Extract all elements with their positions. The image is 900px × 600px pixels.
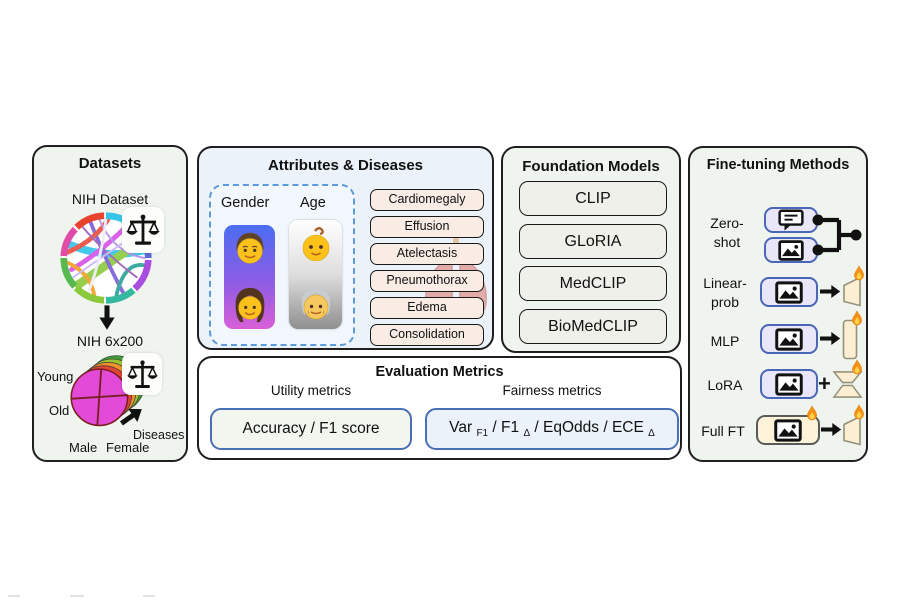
- zero-shot-connector: [812, 214, 862, 256]
- text-encoder-box: [764, 207, 818, 233]
- fairness-metrics-label: Fairness metrics: [502, 383, 602, 398]
- foundation-models-panel: Foundation Models CLIP GLoRIA MedCLIP Bi…: [501, 146, 681, 353]
- finetuning-title: Fine-tuning Methods: [706, 157, 850, 173]
- right-arrow-icon: [821, 423, 842, 436]
- utility-metrics-box: Accuracy / F1 score: [210, 408, 412, 450]
- evaluation-title: Evaluation Metrics: [375, 364, 504, 380]
- age-label: Age: [300, 195, 326, 211]
- image-encoder-box: [760, 277, 818, 307]
- fairness-metrics-box: Var F1 / F1 Δ / EqOdds / ECE Δ: [425, 408, 679, 450]
- finetuning-methods-panel: Fine-tuning Methods Zero- shot Linear- p…: [688, 146, 868, 462]
- gender-attribute-card: [224, 225, 275, 329]
- method-label-zero-shot: Zero- shot: [710, 215, 744, 250]
- method-label-mlp: MLP: [710, 333, 740, 349]
- image-icon: [775, 372, 803, 396]
- image-icon: [775, 280, 803, 304]
- attributes-title: Attributes & Diseases: [267, 157, 424, 174]
- right-arrow-icon: [820, 332, 841, 345]
- flame-icon: [851, 310, 863, 326]
- down-arrow-icon: [99, 305, 115, 330]
- page-artifact: [70, 595, 84, 597]
- utility-metrics-label: Utility metrics: [270, 383, 352, 398]
- evaluation-metrics-panel: Evaluation Metrics Utility metrics Fairn…: [197, 356, 682, 460]
- mlp-head-shape: [842, 319, 858, 360]
- disease-box: Cardiomegaly: [370, 189, 484, 211]
- disease-box: Edema: [370, 297, 484, 319]
- disease-box: Atelectasis: [370, 243, 484, 265]
- flame-icon: [806, 405, 818, 421]
- pie-row-label-young: Young: [37, 369, 74, 384]
- flame-icon: [851, 359, 863, 375]
- plus-sign: +: [818, 371, 831, 396]
- baby-face-icon: [302, 227, 329, 262]
- attributes-diseases-panel: Attributes & Diseases Gender Age: [197, 146, 494, 350]
- page-artifact: [143, 595, 155, 597]
- full-ft-encoder-box: [756, 415, 820, 445]
- age-attribute-card: [289, 220, 342, 329]
- method-label-full-ft: Full FT: [701, 423, 745, 439]
- model-box-gloria: GLoRIA: [519, 224, 667, 259]
- page-artifact: [8, 595, 20, 597]
- image-encoder-box: [760, 324, 818, 354]
- right-arrow-icon: [820, 285, 841, 298]
- fairness-metrics-text: Var F1 / F1 Δ / EqOdds / ECE Δ: [449, 419, 655, 439]
- image-encoder-box: [760, 369, 818, 399]
- gender-label: Gender: [221, 195, 270, 211]
- text-prompt-icon: [778, 209, 804, 232]
- pie-row-label-old: Old: [49, 403, 70, 418]
- foundation-title: Foundation Models: [522, 158, 660, 175]
- pie-depth-label-diseases: Diseases: [133, 428, 185, 442]
- image-encoder-box: [764, 237, 818, 263]
- fairness-scale-icon: [122, 353, 162, 395]
- lora-adapter-shape: [832, 371, 863, 398]
- elderly-face-icon: [301, 287, 330, 320]
- datasets-panel: Datasets NIH Dataset: [32, 145, 188, 462]
- fairness-scale-icon: [122, 207, 164, 253]
- nih-subset-label: NIH 6x200: [76, 333, 144, 349]
- pie-col-label-male: Male: [69, 440, 98, 455]
- flame-icon: [853, 404, 865, 420]
- pie-col-label-female: Female: [106, 440, 150, 455]
- image-icon: [774, 418, 802, 442]
- disease-box: Consolidation: [370, 324, 484, 346]
- image-icon: [775, 327, 803, 351]
- method-label-linear-prob: Linear- prob: [703, 275, 747, 310]
- woman-face-icon: [235, 287, 264, 323]
- datasets-title: Datasets: [78, 155, 142, 172]
- disease-box: Pneumothorax: [370, 270, 484, 292]
- flame-icon: [853, 265, 865, 281]
- nih-dataset-label: NIH Dataset: [71, 191, 149, 207]
- disease-box: Effusion: [370, 216, 484, 238]
- method-label-lora: LoRA: [707, 377, 743, 393]
- image-icon: [778, 239, 804, 261]
- model-box-clip: CLIP: [519, 181, 667, 216]
- model-box-medclip: MedCLIP: [519, 266, 667, 301]
- model-box-biomedclip: BioMedCLIP: [519, 309, 667, 344]
- man-face-icon: [236, 232, 263, 264]
